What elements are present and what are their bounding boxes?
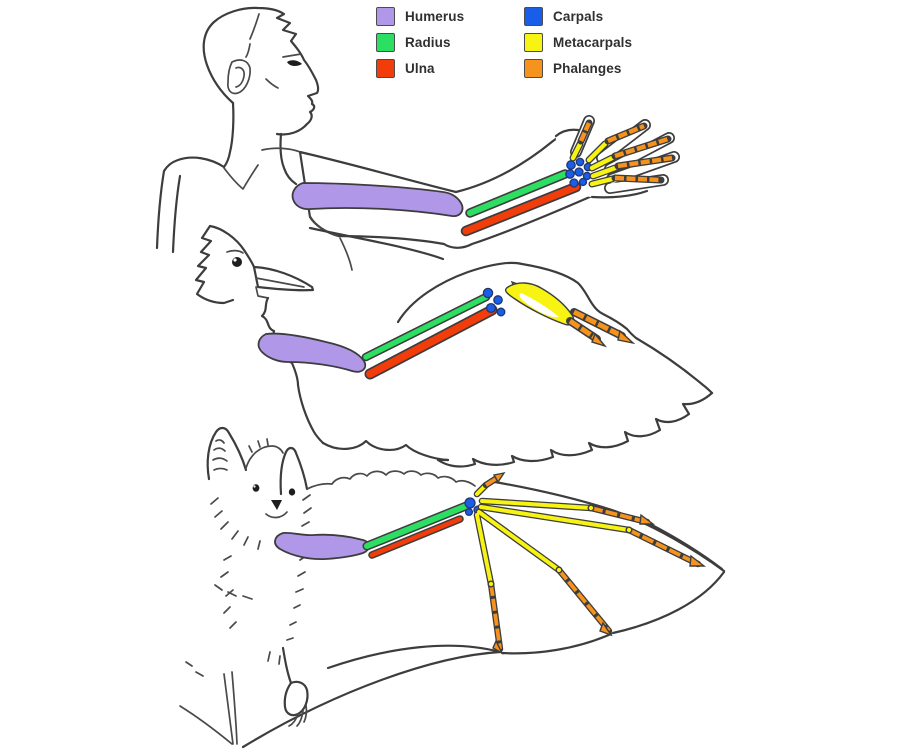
- legend-item-carpals: Carpals: [524, 6, 632, 27]
- human-eye: [287, 60, 302, 67]
- human-left-shoulder: [155, 156, 226, 254]
- human-hair-fringe: [245, 13, 260, 58]
- phalanges-color-swatch-icon: [524, 59, 543, 78]
- legend-label-radius: Radius: [405, 35, 451, 50]
- bat-radius-bone: [362, 501, 471, 551]
- human-metacarpals-bones: [569, 140, 619, 188]
- bird-eye-glint: [233, 258, 237, 262]
- bird-figure: [194, 224, 714, 468]
- human-armpit-line: [309, 215, 353, 271]
- metacarpals-color-swatch-icon: [524, 33, 543, 52]
- legend-column-2: Carpals Metacarpals Phalanges: [524, 6, 632, 79]
- human-carpals-bones: [565, 157, 593, 188]
- human-trapezius-line: [261, 147, 301, 153]
- bird-brow-line: [226, 249, 244, 254]
- legend-label-ulna: Ulna: [405, 61, 435, 76]
- bat-nose: [271, 500, 282, 510]
- bird-wing-feathered-trailing-edge: [436, 391, 714, 468]
- bat-ulna-bone: [368, 515, 464, 559]
- bird-ulna-bone: [364, 304, 498, 380]
- human-radius-bone: [465, 169, 570, 218]
- bird-chest-fluff: [260, 296, 325, 445]
- bird-eye: [232, 257, 242, 267]
- bat-trailing-tip-to-f4: [611, 570, 726, 635]
- human-neck-v-lines: [223, 164, 259, 190]
- human-eyebrow: [282, 53, 302, 58]
- human-ear: [227, 59, 251, 95]
- ulna-color-swatch-icon: [376, 59, 395, 78]
- bat-eye-glint: [253, 485, 256, 488]
- legend-item-humerus: Humerus: [376, 6, 494, 27]
- legend-label-phalanges: Phalanges: [553, 61, 622, 76]
- bat-claw-tips: [492, 471, 707, 655]
- bat-tail-membrane-lines: [179, 671, 238, 745]
- bird-back-line: [308, 226, 445, 261]
- bird-humerus-bone: [257, 332, 367, 373]
- human-figure: [155, 6, 680, 271]
- bat-trailing-f5-to-body-upper: [326, 644, 502, 670]
- legend: Humerus Radius Ulna Carpals Metacarpals: [376, 6, 632, 79]
- bird-inner-trailing-fluff: [321, 439, 450, 462]
- bat-foot: [283, 680, 309, 717]
- legend-item-metacarpals: Metacarpals: [524, 32, 632, 53]
- legend-label-humerus: Humerus: [405, 9, 465, 24]
- bird-radius-bone: [361, 292, 491, 362]
- bat-left-ear-ridges: [212, 439, 228, 471]
- bat-membrane-f2-to-tip: [648, 522, 724, 571]
- bat-humerus-bone: [274, 531, 370, 561]
- legend-label-metacarpals: Metacarpals: [553, 35, 633, 50]
- bat-leg: [281, 646, 293, 685]
- human-head-outline: [202, 6, 320, 136]
- bird-head-outline: [194, 224, 256, 305]
- humerus-color-swatch-icon: [376, 7, 395, 26]
- bat-head-dome-fur: [245, 438, 284, 469]
- bat-trailing-f4-to-f5: [500, 632, 613, 655]
- bat-fur-marks: [185, 494, 312, 677]
- human-phalanges-bones: [577, 119, 676, 184]
- bird-beak-mouth-line: [255, 277, 305, 299]
- bird-carpometacarpus-slot: [519, 293, 559, 318]
- bat-mouth: [265, 511, 288, 519]
- human-cheek-line: [265, 78, 279, 89]
- bat-right-eye: [288, 488, 296, 496]
- legend-label-carpals: Carpals: [553, 9, 604, 24]
- bat-foot-claws: [288, 704, 308, 727]
- radius-color-swatch-icon: [376, 33, 395, 52]
- human-neck-lines: [222, 101, 298, 186]
- legend-item-ulna: Ulna: [376, 58, 494, 79]
- bird-phalanges-bones: [566, 308, 636, 348]
- bat-metacarpals-bones: [473, 481, 633, 588]
- bird-wing-leading-edge: [396, 261, 714, 395]
- bird-beak: [252, 265, 315, 292]
- bat-left-eye: [252, 484, 260, 492]
- human-palm-edges: [554, 128, 649, 199]
- carpals-color-swatch-icon: [524, 7, 543, 26]
- bat-figure: [179, 426, 726, 749]
- bat-back-fur-line: [306, 470, 476, 490]
- legend-item-radius: Radius: [376, 32, 494, 53]
- human-humerus-bone: [291, 182, 464, 217]
- bat-right-ear: [279, 446, 309, 496]
- bat-phalanges-bones: [482, 471, 707, 655]
- bird-carpals-bones: [482, 287, 506, 317]
- bat-left-ear: [206, 426, 248, 481]
- human-ulna-bone: [460, 181, 582, 237]
- legend-column-1: Humerus Radius Ulna: [376, 6, 494, 79]
- bat-trailing-f5-to-body-lower: [241, 650, 502, 749]
- legend-item-phalanges: Phalanges: [524, 58, 632, 79]
